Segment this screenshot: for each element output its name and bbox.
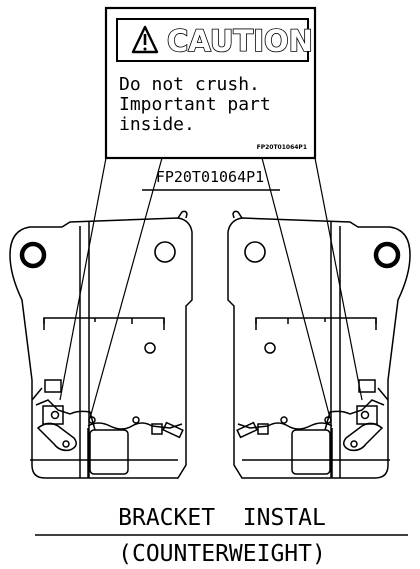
caution-line-1: Do not crush. (119, 74, 260, 95)
caution-header: CAUTION (167, 24, 313, 58)
part-number: FP20T01064P1 (156, 168, 264, 186)
caution-small-code: FP20T01064P1 (257, 144, 307, 151)
left-bracket (9, 210, 193, 479)
right-bracket (227, 210, 411, 479)
caution-label: CAUTION Do not crush. Important part ins… (104, 6, 317, 160)
caption-line-2: (COUNTERWEIGHT) (118, 541, 326, 567)
warning-triangle-icon (131, 25, 159, 54)
caption-line-1: BRACKET INSTAL (118, 505, 326, 531)
caution-line-3: inside. (119, 114, 195, 135)
caution-line-2: Important part (119, 94, 271, 115)
leader-lines (59, 157, 363, 419)
